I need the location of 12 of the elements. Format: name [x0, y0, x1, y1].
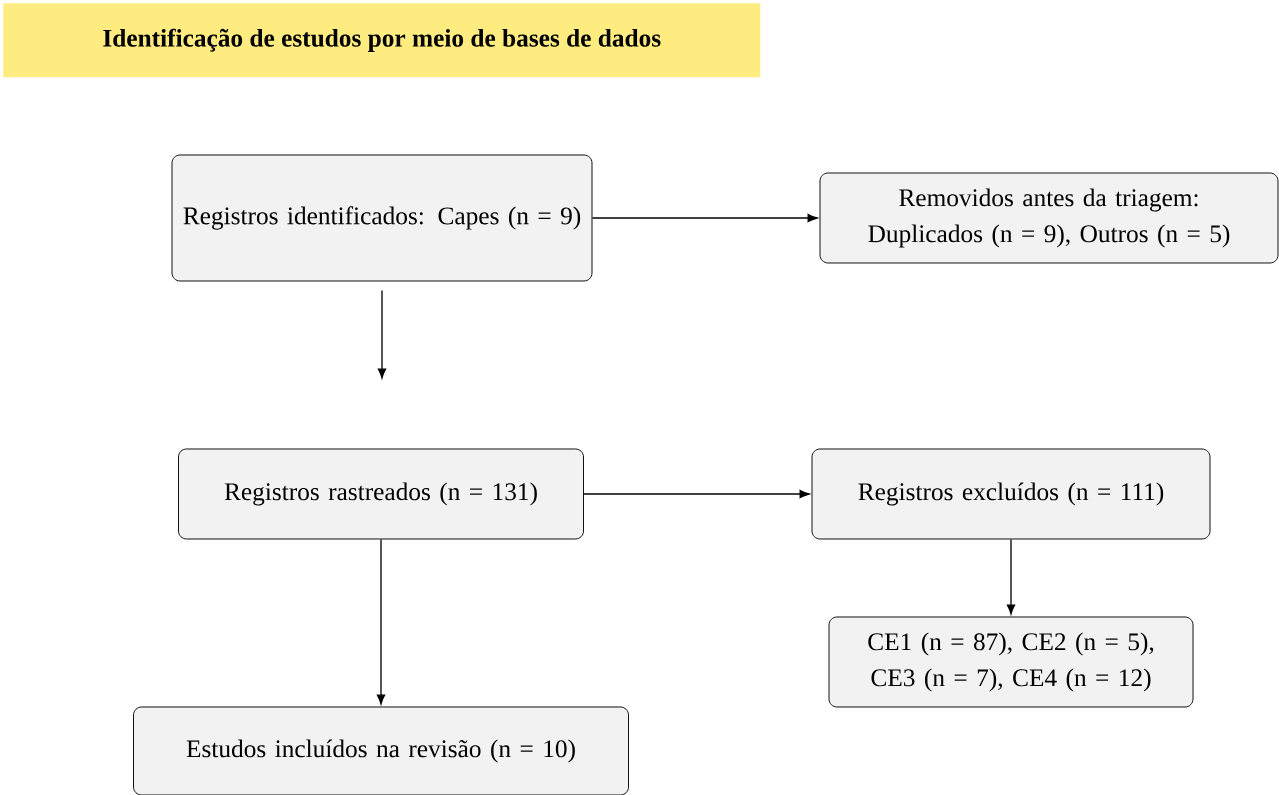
- process-box: Removidos antes da triagem: Duplicados (n = 9), Outros (n = 5): [819, 172, 1279, 264]
- arrow: [377, 289, 387, 379]
- process-box: CE1 (n = 87), CE2 (n = 5), CE3 (n = 7), CE4 (n = 12): [828, 616, 1194, 708]
- arrow: [591, 213, 818, 223]
- process-box: Estudos incluídos na revisão (n = 10): [133, 706, 629, 795]
- arrow: [1006, 538, 1016, 615]
- title-banner: Identificação de estudos por meio de bases de dados: [3, 3, 761, 78]
- arrow: [583, 489, 810, 499]
- process-box: Registros identificados: Capes (n = 9): [171, 154, 593, 282]
- process-box: Registros excluídos (n = 111): [811, 448, 1211, 540]
- arrow: [376, 538, 386, 705]
- process-box: Registros rastreados (n = 131): [178, 448, 584, 540]
